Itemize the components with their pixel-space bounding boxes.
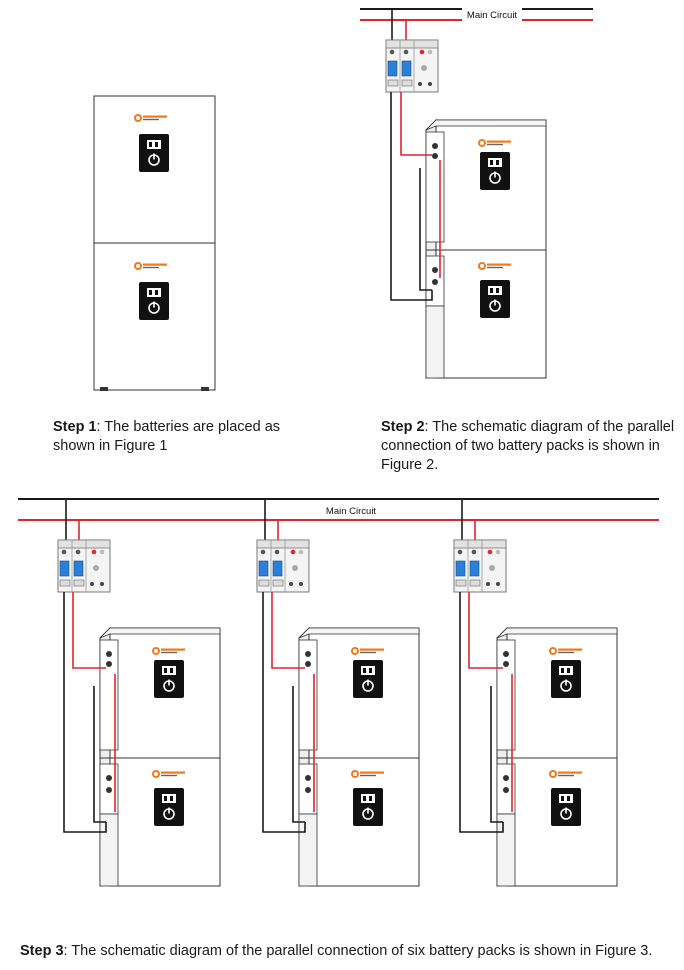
step-3-title: Step 3 bbox=[20, 943, 64, 959]
step-2-title: Step 2 bbox=[381, 419, 425, 435]
display-icon bbox=[138, 133, 170, 173]
battery-stack bbox=[426, 120, 546, 378]
breaker-icon bbox=[453, 539, 507, 593]
step-3-caption: Step 3: The schematic diagram of the par… bbox=[20, 942, 680, 961]
step-1-title: Step 1 bbox=[53, 419, 97, 435]
step-1-text: : The batteries are placed as shown in F… bbox=[53, 419, 281, 454]
figure-1 bbox=[93, 95, 216, 391]
breaker-icon bbox=[385, 39, 439, 93]
battery-stack bbox=[100, 628, 220, 886]
display-icon bbox=[138, 281, 170, 321]
breaker-icon bbox=[57, 539, 111, 593]
figure-2: Main Circuit bbox=[360, 8, 593, 378]
breaker-icon bbox=[256, 539, 310, 593]
battery-stack bbox=[299, 628, 419, 886]
main-circuit-label: Main Circuit bbox=[326, 506, 377, 517]
parallel-unit-3 bbox=[453, 499, 617, 886]
step-2-caption: Step 2: The schematic diagram of the par… bbox=[381, 418, 681, 475]
parallel-unit-2 bbox=[256, 499, 419, 886]
step-3-text: : The schematic diagram of the parallel … bbox=[63, 943, 653, 959]
step-2-text: : The schematic diagram of the parallel … bbox=[381, 419, 675, 473]
figure-3: Main Circuit bbox=[18, 498, 659, 886]
parallel-unit-1 bbox=[57, 499, 220, 886]
main-circuit-label: Main Circuit bbox=[467, 10, 518, 21]
step-1-caption: Step 1: The batteries are placed as show… bbox=[53, 418, 303, 456]
battery-stack bbox=[497, 628, 617, 886]
